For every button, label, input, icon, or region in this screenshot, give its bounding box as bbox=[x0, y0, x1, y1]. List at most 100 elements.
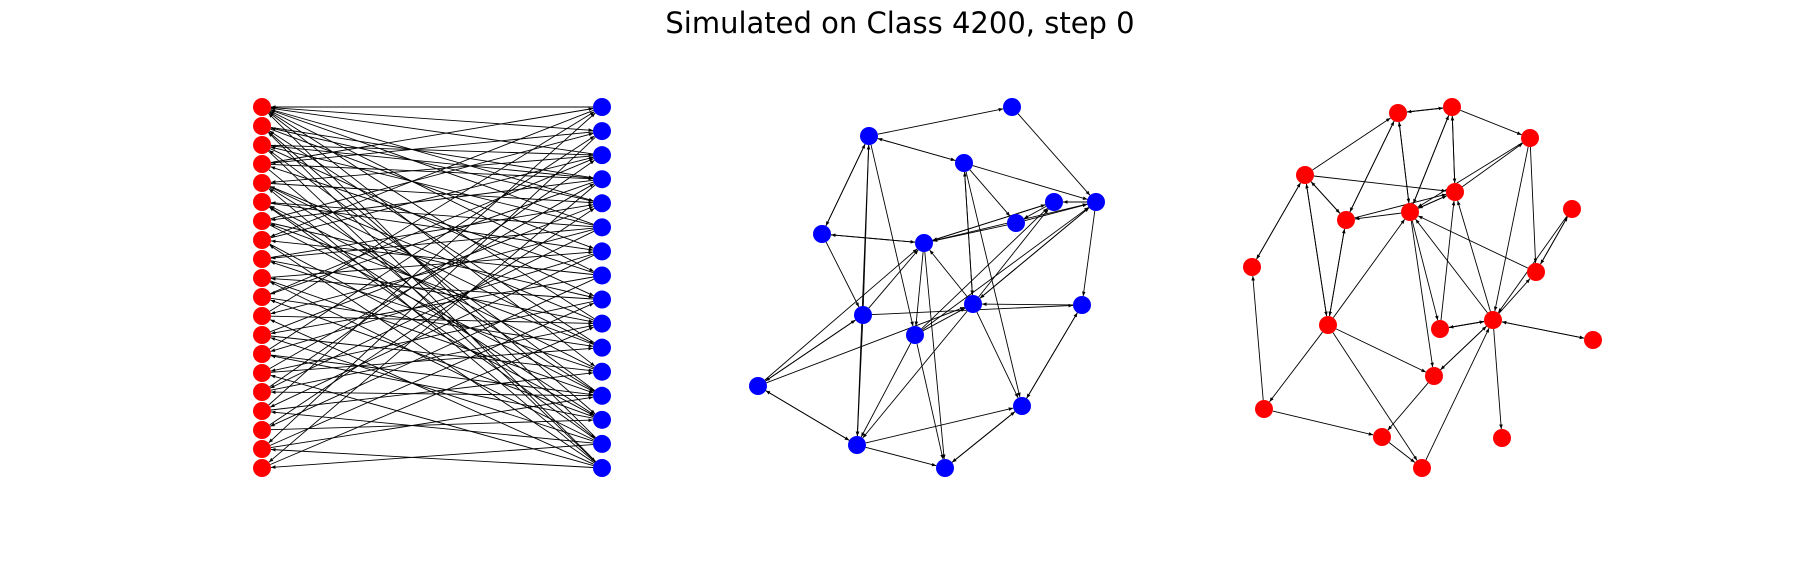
red-node bbox=[1527, 263, 1545, 281]
bipartite-edge bbox=[269, 244, 595, 464]
red-node bbox=[1413, 459, 1431, 477]
left-node bbox=[253, 383, 271, 401]
left-node bbox=[253, 136, 271, 154]
bipartite-edge bbox=[270, 127, 594, 202]
red-edge bbox=[1462, 142, 1523, 188]
red-edge bbox=[1269, 331, 1323, 403]
right-node bbox=[593, 314, 611, 333]
bipartite-edge bbox=[270, 297, 594, 348]
left-node bbox=[253, 364, 271, 382]
red-edge bbox=[1440, 200, 1456, 321]
bipartite-edge bbox=[270, 302, 594, 446]
red-edge bbox=[1457, 200, 1491, 312]
right-node bbox=[593, 98, 611, 116]
blue-edge bbox=[914, 251, 924, 327]
bipartite-edge bbox=[270, 109, 594, 238]
red-node bbox=[1296, 166, 1314, 184]
red-edge bbox=[1410, 220, 1434, 368]
bipartite-edge bbox=[270, 128, 594, 249]
bipartite-edge bbox=[270, 203, 594, 258]
red-edge bbox=[1493, 146, 1529, 312]
red-edge bbox=[1415, 218, 1488, 314]
bipartite-edge bbox=[270, 179, 594, 222]
blue-edge bbox=[825, 143, 866, 227]
bipartite-edge bbox=[270, 156, 594, 239]
bipartite-edge bbox=[270, 324, 594, 391]
blue-edge bbox=[765, 319, 856, 382]
red-node bbox=[1319, 316, 1337, 334]
blue-edge bbox=[921, 207, 1048, 330]
bipartite-edge bbox=[270, 300, 594, 372]
blue-edge bbox=[1023, 206, 1047, 219]
red-edge bbox=[1354, 212, 1402, 221]
bipartite-edge bbox=[270, 371, 594, 411]
red-edge bbox=[1448, 320, 1485, 328]
bipartite-edge bbox=[270, 148, 594, 297]
bipartite-edge bbox=[270, 261, 594, 370]
right-node bbox=[593, 170, 611, 189]
bipartite-edge bbox=[270, 166, 594, 274]
bipartite-edge bbox=[270, 276, 594, 335]
right-node bbox=[593, 122, 611, 141]
blue-node bbox=[955, 154, 973, 172]
bipartite-nodes bbox=[253, 98, 611, 477]
right-node bbox=[593, 266, 611, 285]
red-edge bbox=[1411, 220, 1439, 321]
bipartite-edge bbox=[270, 109, 594, 225]
red-node bbox=[1401, 203, 1419, 221]
bipartite-edge bbox=[270, 132, 594, 220]
red-edge bbox=[1388, 442, 1416, 463]
bipartite-edge bbox=[269, 206, 595, 440]
left-node bbox=[253, 98, 271, 116]
blue-edge bbox=[765, 390, 850, 441]
right-node bbox=[593, 218, 611, 237]
bipartite-edge bbox=[267, 132, 597, 462]
bipartite-edge bbox=[268, 184, 596, 463]
bipartite-edge bbox=[268, 112, 596, 406]
bipartite-edge bbox=[270, 202, 594, 252]
bipartite-edge bbox=[270, 444, 594, 469]
left-node bbox=[253, 288, 271, 306]
right-node bbox=[593, 194, 611, 213]
blue-edge bbox=[825, 241, 860, 308]
left-node bbox=[253, 174, 271, 192]
bipartite-edge bbox=[268, 169, 596, 439]
red-edge bbox=[1332, 332, 1418, 461]
blue-graph-nodes bbox=[749, 98, 1105, 477]
red-edge bbox=[1335, 328, 1427, 373]
left-node bbox=[253, 117, 271, 135]
bipartite-edge bbox=[269, 183, 595, 369]
bipartite-edge bbox=[270, 277, 594, 300]
left-node bbox=[253, 155, 271, 173]
blue-node bbox=[936, 459, 954, 477]
right-node bbox=[593, 290, 611, 309]
red-edge bbox=[1412, 115, 1450, 204]
bipartite-edge bbox=[268, 136, 596, 444]
blue-edge bbox=[855, 144, 870, 437]
red-node bbox=[1255, 400, 1273, 418]
right-node bbox=[593, 146, 611, 165]
blue-edge bbox=[877, 137, 956, 161]
bipartite-edge bbox=[270, 158, 594, 294]
blue-node bbox=[749, 377, 767, 395]
bipartite-edge bbox=[270, 206, 594, 333]
bipartite-edge bbox=[269, 159, 595, 388]
red-node bbox=[1521, 129, 1539, 147]
bipartite-edge bbox=[270, 227, 594, 260]
bipartite-edge bbox=[269, 206, 595, 416]
blue-node bbox=[1045, 193, 1063, 211]
red-node bbox=[1443, 98, 1461, 116]
bipartite-edge bbox=[270, 390, 594, 397]
blue-edge bbox=[1082, 210, 1096, 297]
blue-edge bbox=[922, 206, 1089, 331]
red-edge bbox=[1397, 121, 1410, 204]
blue-edge bbox=[830, 233, 916, 243]
right-node bbox=[593, 338, 611, 357]
bipartite-edge bbox=[268, 188, 596, 463]
blue-edge bbox=[979, 207, 1090, 299]
blue-edge bbox=[862, 310, 968, 439]
blue-edge bbox=[1026, 312, 1078, 399]
bipartite-edge bbox=[270, 144, 594, 157]
bipartite-edge bbox=[270, 163, 594, 181]
bipartite-edges bbox=[267, 105, 597, 469]
